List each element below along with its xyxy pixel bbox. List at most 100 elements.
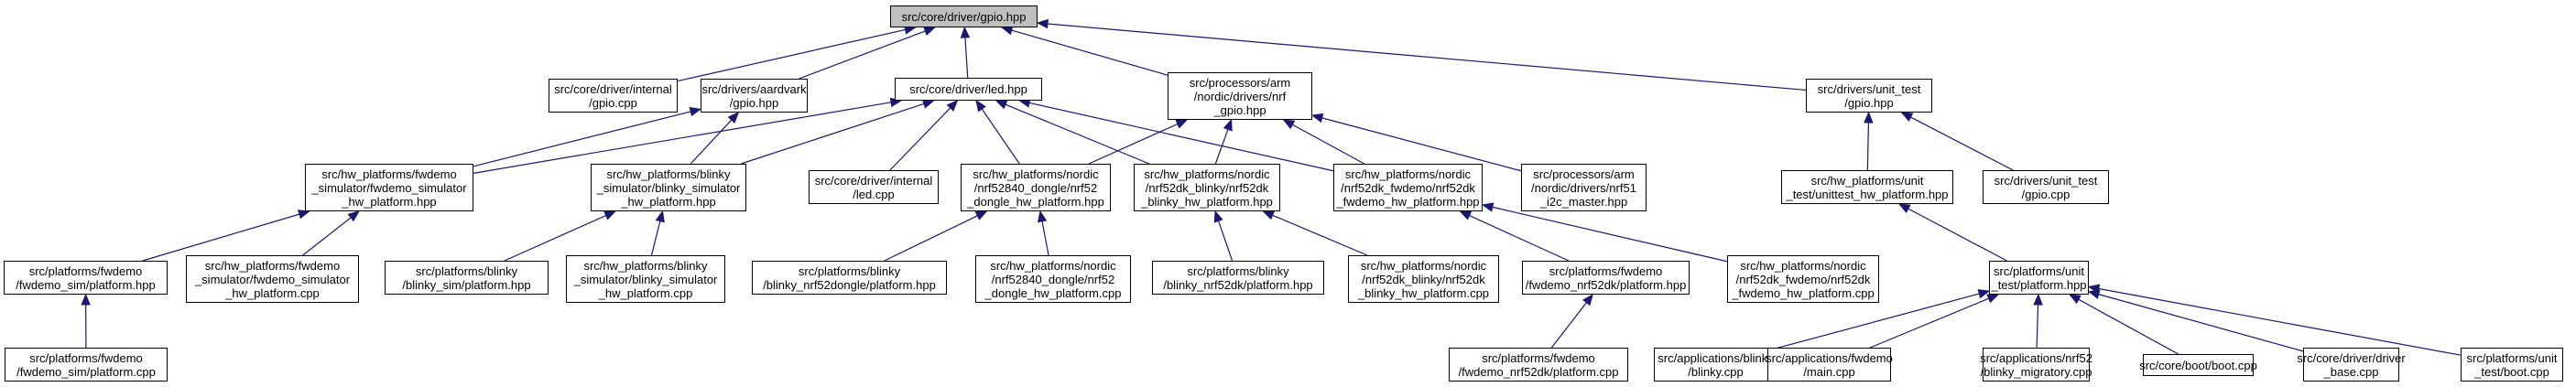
edge-blinky_sim_platform_hpp-to-blinky_sim_hw_hpp [504,214,606,262]
graph-node-aardvark-gpio[interactable]: src/drivers/aardvark /gpio.hpp [701,79,808,113]
edge-blinky_migratory_cpp-to-unit_test_platform_hpp [2036,304,2039,349]
edge-fwdemo_sim_platform_hpp-to-fwdemo_sim_hw_hpp [142,213,300,262]
arrowhead-icon [689,106,702,117]
arrowhead-icon [1037,210,1048,223]
arrowhead-icon [1977,289,1991,299]
arrowhead-icon [1036,18,1049,29]
graph-node-blinky-sim-hw-cpp[interactable]: src/hw_platforms/blinky _simulator/blink… [566,255,725,303]
edge-nrf52dk_blinky_hw_hpp-to-led_hpp [1005,103,1150,165]
edge-unit_test_gpio_cpp-to-unit_test_gpio [1910,116,2014,171]
graph-node-boot-cpp[interactable]: src/core/boot/boot.cpp [2139,354,2257,376]
edge-led_hpp-to-root [964,37,969,79]
arrowhead-icon [921,99,935,109]
graph-node-driver-base-cpp[interactable]: src/core/driver/driver _base.cpp [2297,348,2406,382]
graph-node-blinky-dongle-platform-hpp[interactable]: src/platforms/blinky /blinky_nrf52dongle… [752,261,947,295]
graph-node-unit-test-boot-cpp[interactable]: src/platforms/unit _test/boot.cpp [2461,348,2563,382]
graph-node-nrf52dk-fwdemo-hw-hpp[interactable]: src/hw_platforms/nordic /nrf52dk_fwdemo/… [1333,164,1483,211]
graph-node-dongle-hw-hpp[interactable]: src/hw_platforms/nordic /nrf52840_dongle… [961,164,1111,211]
graph-node-internal-gpio-cpp[interactable]: src/core/driver/internal /gpio.cpp [549,79,678,113]
graph-node-unit-test-gpio[interactable]: src/drivers/unit_test /gpio.hpp [1806,79,1932,113]
graph-node-unittest-hw-hpp[interactable]: src/hw_platforms/unit _test/unittest_hw_… [1781,170,1953,204]
graph-node-blinky-sim-platform-hpp[interactable]: src/platforms/blinky /blinky_sim/platfor… [385,261,549,295]
edge-blinky_sim_hw_cpp-to-blinky_sim_hw_hpp [650,220,661,256]
edge-nrf52dk_blinky_hw_cpp-to-nrf52dk_blinky_hw_hpp [1272,214,1368,256]
arrowhead-icon [655,210,665,223]
graph-node-led-hpp[interactable]: src/core/driver/led.hpp [895,78,1042,101]
edge-unit_test_boot_cpp-to-unit_test_platform_hpp [2098,287,2462,356]
edge-blinky_dongle_platform_hpp-to-dongle_hw_hpp [884,215,978,262]
arrowhead-icon [1262,210,1276,220]
edge-fwdemo_sim_hw_hpp-to-led_hpp [473,102,892,174]
edge-aardvark_gpio-to-root [799,30,926,80]
graph-node-blinky-cpp[interactable]: src/applications/blinky /blinky.cpp [1654,348,1777,382]
edge-unit_test_gpio-to-root [1047,23,1807,91]
graph-node-fwdemo-main-cpp[interactable]: src/applications/fwdemo /main.cpp [1766,348,1893,382]
arrowhead-icon [995,100,1008,110]
edge-boot_cpp-to-unit_test_platform_hpp [2078,298,2179,355]
edge-nrf52dk_fwdemo_hw_hpp-to-nrf_gpio [1292,124,1365,165]
edge-blinky_cpp-to-unit_test_platform_hpp [1777,293,1980,349]
graph-node-blinky-migratory-cpp[interactable]: src/applications/nrf52 /blinky_migratory… [1980,348,2092,382]
arrowhead-icon [2069,294,2081,305]
edge-unit_test_platform_hpp-to-unittest_hw_hpp [1908,208,2007,262]
graph-node-fwdemo-sim-platform-cpp[interactable]: src/platforms/fwdemo /fwdemo_sim/platfor… [5,348,168,382]
edge-driver_base_cpp-to-unit_test_platform_hpp [2098,294,2304,352]
arrowhead-icon [1175,119,1189,129]
edge-nrf51_i2c-to-nrf_gpio [1321,117,1522,172]
graph-node-nrf52dk-fwdemo-hw-cpp[interactable]: src/hw_platforms/nordic /nrf52dk_fwdemo/… [1727,255,1879,303]
arrowhead-icon [1900,112,1914,122]
arrowhead-icon [1582,293,1593,306]
graph-node-blinky-sim-hw-hpp[interactable]: src/hw_platforms/blinky _simulator/blink… [591,164,746,211]
edge-internal_gpio_cpp-to-root [677,28,906,82]
arrowhead-icon [1282,119,1296,130]
arrowhead-icon [1213,210,1223,223]
arrowhead-icon [1481,202,1495,212]
edge-dongle_hw_hpp-to-nrf_gpio [1088,123,1179,165]
edge-blinky_nrf52dk_platform_hpp-to-nrf52dk_blinky_hw_hpp [1217,220,1234,262]
arrowhead-icon [1864,111,1874,124]
graph-node-nrf52dk-blinky-hw-hpp[interactable]: src/hw_platforms/nordic /nrf52dk_blinky/… [1134,164,1280,211]
arrowhead-icon [975,99,986,113]
edge-fwdemo_sim_hw_hpp-to-aardvark_gpio [473,111,691,167]
graph-node-fwdemo-nrf52dk-platform-hpp[interactable]: src/platforms/fwdemo /fwdemo_nrf52dk/pla… [1522,261,1690,295]
edge-dongle_hw_cpp-to-dongle_hw_hpp [1041,220,1049,256]
arrowhead-icon [1897,203,1911,214]
arrowhead-icon [1986,294,2000,304]
graph-node-fwdemo-nrf52dk-platform-cpp[interactable]: src/platforms/fwdemo /fwdemo_nrf52dk/pla… [1449,348,1628,382]
graph-node-nrf52dk-blinky-hw-cpp[interactable]: src/hw_platforms/nordic /nrf52dk_blinky/… [1348,255,1499,303]
graph-node-unit-test-gpio-cpp[interactable]: src/drivers/unit_test /gpio.cpp [1983,170,2109,204]
arrowhead-icon [603,210,617,220]
graph-node-nrf51-i2c[interactable]: src/processors/arm /nordic/drivers/nrf51… [1521,164,1647,211]
graph-node-internal-led-cpp[interactable]: src/core/driver/internal /led.cpp [809,170,939,204]
edge-fwdemo_main_cpp-to-unit_test_platform_hpp [1869,297,1989,349]
graph-node-nrf-gpio[interactable]: src/processors/arm /nordic/drivers/nrf _… [1168,72,1312,120]
arrowhead-icon [2087,284,2101,294]
edge-nrf52dk_blinky_hw_hpp-to-nrf_gpio [1214,129,1229,165]
edge-fwdemo_sim_hw_cpp-to-fwdemo_sim_hw_hpp [302,217,352,256]
arrowhead-icon [727,112,740,124]
arrowhead-icon [974,210,988,220]
arrowhead-icon [923,27,936,36]
arrowhead-icon [2033,293,2043,306]
edge-nrf52dk_fwdemo_hw_cpp-to-nrf52dk_fwdemo_hw_hpp [1492,206,1728,263]
arrowhead-icon [1310,113,1324,124]
graph-node-fwdemo-sim-platform-hpp[interactable]: src/platforms/fwdemo /fwdemo_sim/platfor… [4,261,168,295]
arrowhead-icon [960,26,971,38]
arrowhead-icon [1223,118,1233,132]
graph-node-fwdemo-sim-hw-hpp[interactable]: src/hw_platforms/fwdemo _simulator/fwdem… [305,164,473,211]
graph-root-node: src/core/driver/gpio.hpp [890,5,1038,27]
edge-internal_led_cpp-to-led_hpp [889,107,951,171]
graph-node-blinky-nrf52dk-platform-hpp[interactable]: src/platforms/blinky /blinky_nrf52dk/pla… [1152,261,1324,295]
edge-nrf52dk_fwdemo_hw_hpp-to-led_hpp [1028,102,1334,172]
edge-nrf_gpio-to-root [1011,29,1168,76]
arrowhead-icon [946,100,959,112]
arrowhead-icon [1000,26,1014,36]
graph-node-unit-test-platform-hpp[interactable]: src/platforms/unit _test/platform.hpp [1989,261,2089,295]
graph-node-fwdemo-sim-hw-cpp[interactable]: src/hw_platforms/fwdemo _simulator/fwdem… [186,255,359,303]
graph-node-dongle-hw-cpp[interactable]: src/hw_platforms/nordic /nrf52840_dongle… [975,255,1131,303]
edge-blinky_sim_hw_hpp-to-led_hpp [741,102,925,165]
edge-fwdemo_nrf52dk_platform_hpp-to-nrf52dk_fwdemo_hw_hpp [1469,215,1570,262]
edge-dongle_hw_hpp-to-led_hpp [981,108,1020,165]
arrowhead-icon [81,293,91,306]
